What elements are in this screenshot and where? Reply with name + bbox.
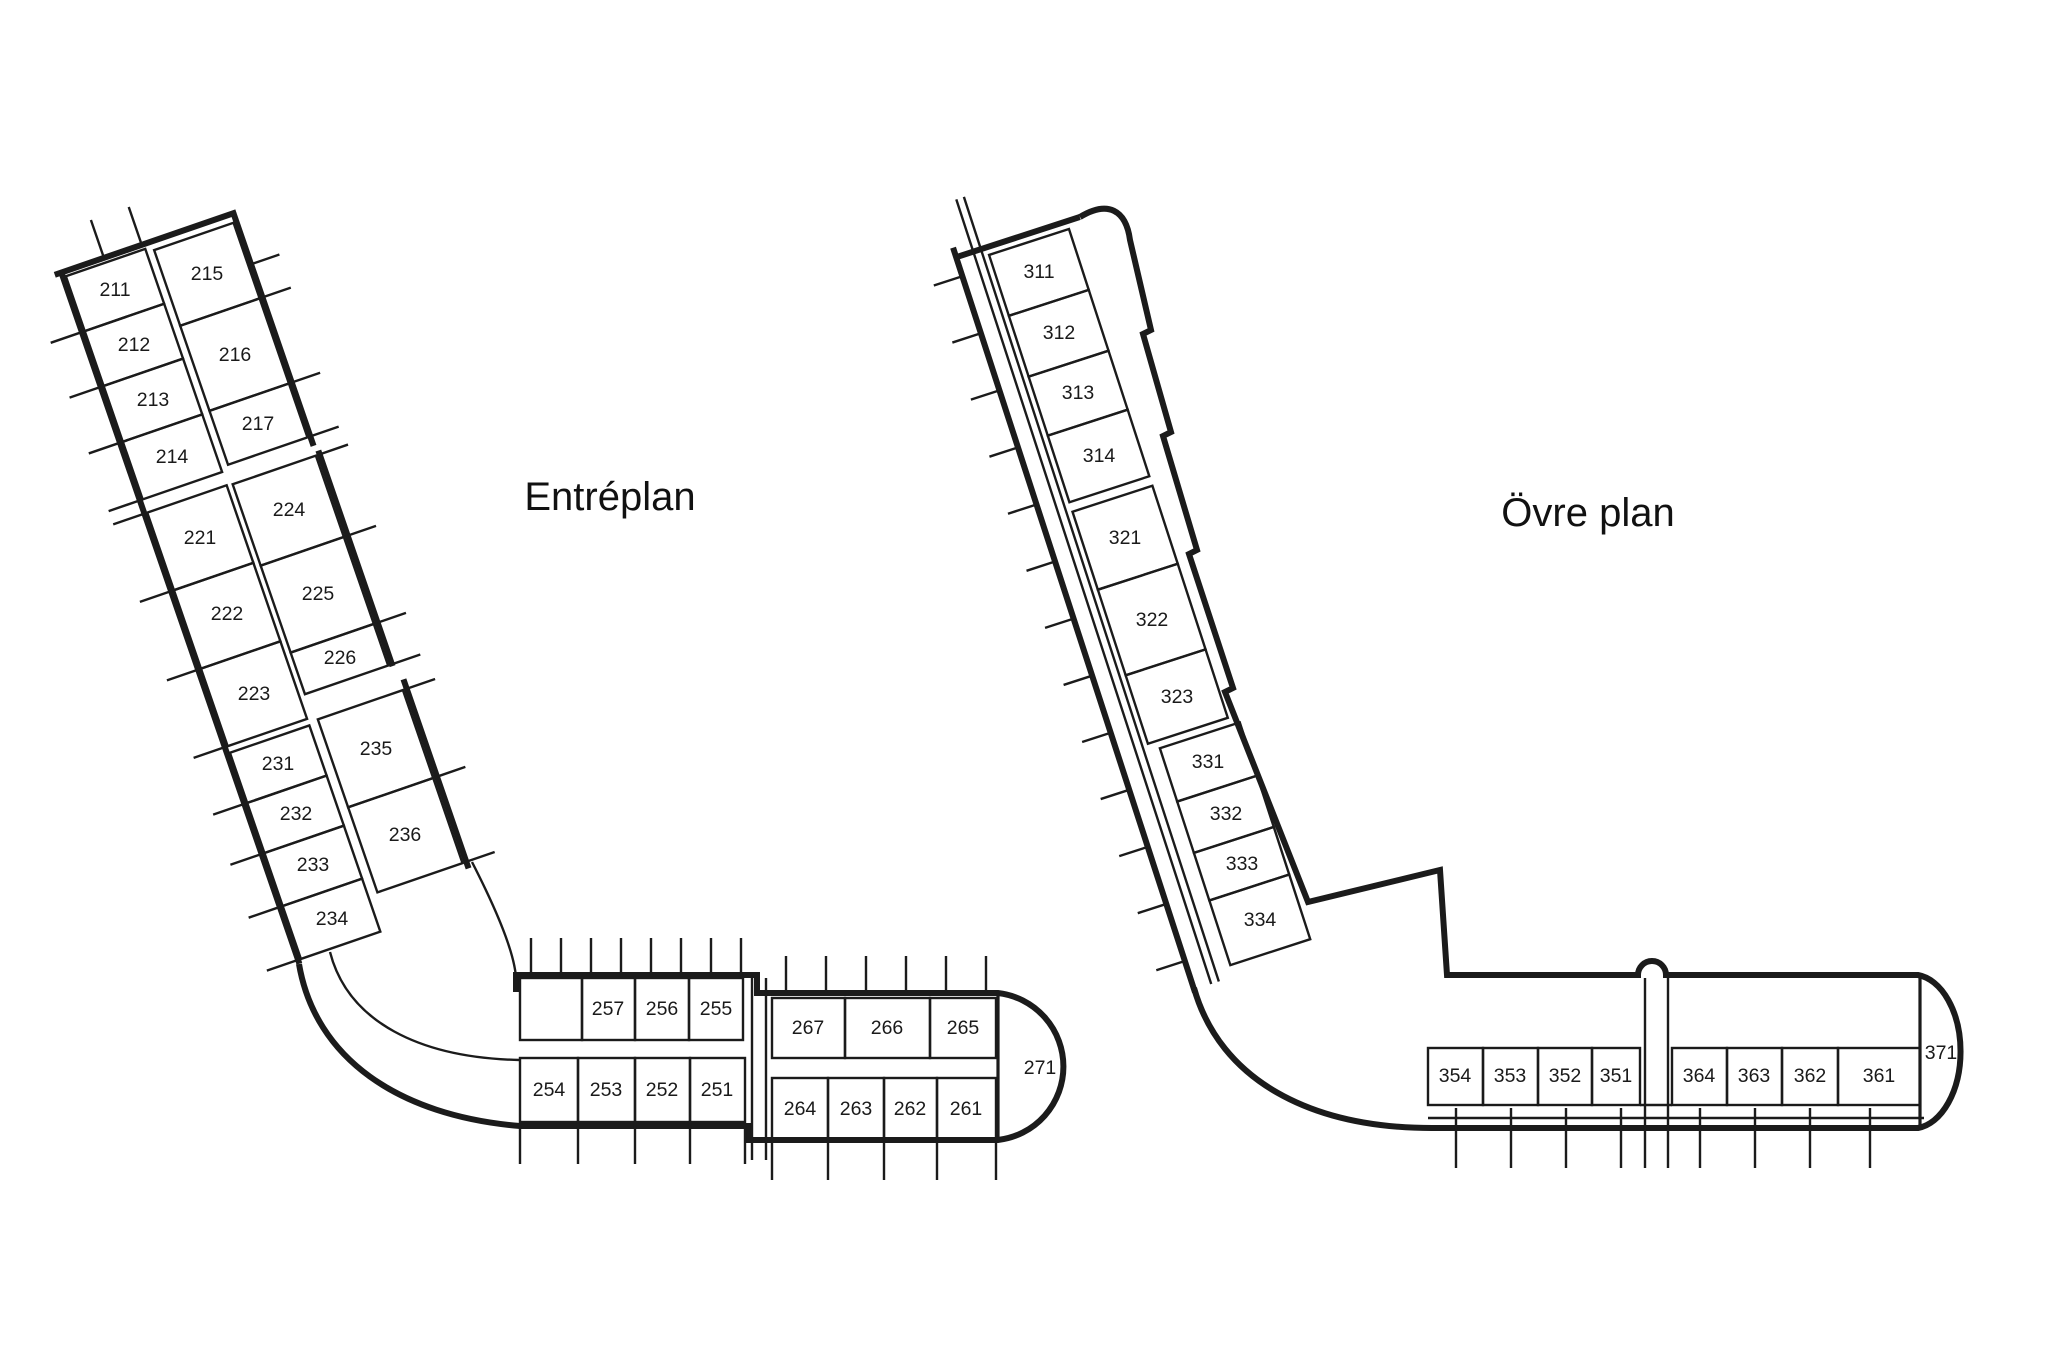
room-label-236: 236	[389, 824, 422, 846]
room-234	[281, 877, 382, 961]
entreplan-wing-top-ticks	[89, 206, 143, 259]
room-314	[1046, 408, 1151, 504]
room-label-266: 266	[871, 1017, 904, 1039]
room-323	[1124, 647, 1230, 746]
entreplan-wing-left-ticks	[50, 330, 299, 972]
room-label-264: 264	[784, 1098, 817, 1120]
room-334	[1207, 872, 1312, 967]
room-label-261: 261	[950, 1098, 983, 1120]
room-label-252: 252	[646, 1079, 679, 1101]
room-label-352: 352	[1549, 1065, 1582, 1087]
room-label-322: 322	[1136, 609, 1169, 631]
room-label-231: 231	[262, 753, 295, 775]
room-265	[928, 996, 998, 1060]
room-label-311: 311	[1023, 261, 1054, 283]
room-label-255: 255	[700, 998, 733, 1020]
room-label-332: 332	[1210, 803, 1243, 825]
room-label-212: 212	[118, 334, 151, 356]
entreplan-diagonal-wing	[50, 206, 496, 972]
room-cell-unlabeled	[518, 976, 584, 1042]
room-label-234: 234	[316, 908, 349, 930]
room-label-333: 333	[1226, 853, 1259, 875]
floor-title-entreplan: Entréplan	[524, 475, 695, 519]
room-label-323: 323	[1161, 686, 1194, 708]
room-label-371: 371	[1925, 1042, 1958, 1064]
room-label-256: 256	[646, 998, 679, 1020]
room-label-312: 312	[1043, 322, 1076, 344]
room-label-251: 251	[701, 1079, 734, 1101]
room-label-211: 211	[99, 279, 130, 301]
ovre-lower-gallery-lines	[1428, 1103, 1924, 1120]
room-label-225: 225	[302, 583, 335, 605]
entreplan-corridor-cross-lines	[750, 978, 768, 1160]
ovre-diagonal-wing	[933, 196, 1312, 994]
entreplan-lower-top-ticks	[529, 938, 988, 993]
room-361	[1836, 1046, 1922, 1107]
room-label-334: 334	[1244, 909, 1277, 931]
ovre-outer-boundary	[1078, 205, 1964, 1131]
entreplan-corridor-inner-curve	[328, 861, 521, 1062]
room-label-217: 217	[242, 413, 275, 435]
room-label-216: 216	[219, 344, 252, 366]
floor-title-ovre: Övre plan	[1501, 491, 1674, 535]
room-236	[346, 776, 465, 894]
room-label-232: 232	[280, 803, 313, 825]
room-label-223: 223	[238, 683, 271, 705]
room-label-353: 353	[1494, 1065, 1527, 1087]
room-label-331: 331	[1192, 751, 1225, 773]
room-label-263: 263	[840, 1098, 873, 1120]
room-label-262: 262	[894, 1098, 927, 1120]
room-label-224: 224	[273, 499, 306, 521]
room-label-314: 314	[1083, 445, 1116, 467]
ovre-lower-bottom-ticks	[1454, 1108, 1872, 1168]
room-label-354: 354	[1439, 1065, 1472, 1087]
room-label-233: 233	[297, 854, 330, 876]
room-351	[1590, 1046, 1642, 1107]
room-label-364: 364	[1683, 1065, 1716, 1087]
room-217	[207, 381, 309, 467]
room-label-265: 265	[947, 1017, 980, 1039]
room-label-235: 235	[360, 738, 393, 760]
room-226	[289, 622, 390, 696]
room-label-363: 363	[1738, 1065, 1771, 1087]
room-label-226: 226	[324, 647, 357, 669]
room-223	[199, 639, 309, 748]
room-261	[935, 1076, 998, 1142]
room-214	[121, 412, 224, 501]
room-251	[688, 1056, 747, 1124]
room-label-214: 214	[156, 446, 189, 468]
entreplan-wing-right-ticks	[250, 253, 496, 863]
room-label-362: 362	[1794, 1065, 1827, 1087]
ovre-corridor-cross-lines	[1643, 978, 1670, 1168]
entreplan-lower-bottom-ticks	[518, 1122, 998, 1180]
room-label-313: 313	[1062, 382, 1095, 404]
room-label-257: 257	[592, 998, 625, 1020]
room-label-267: 267	[792, 1017, 825, 1039]
room-255	[687, 976, 745, 1042]
ovre-wing-gallery-lines	[955, 196, 1220, 985]
ovre-wing-left-ticks	[933, 275, 1186, 972]
room-label-361: 361	[1863, 1065, 1896, 1087]
room-label-215: 215	[191, 263, 224, 285]
entreplan-wing-walls	[53, 209, 472, 965]
room-label-213: 213	[137, 389, 170, 411]
room-label-221: 221	[184, 527, 217, 549]
room-label-222: 222	[211, 603, 244, 625]
room-label-254: 254	[533, 1079, 566, 1101]
room-label-321: 321	[1109, 527, 1142, 549]
room-label-253: 253	[590, 1079, 623, 1101]
entreplan-lower-wing-outline	[296, 963, 1067, 1143]
room-label-271: 271	[1024, 1057, 1057, 1079]
room-label-351: 351	[1600, 1065, 1633, 1087]
